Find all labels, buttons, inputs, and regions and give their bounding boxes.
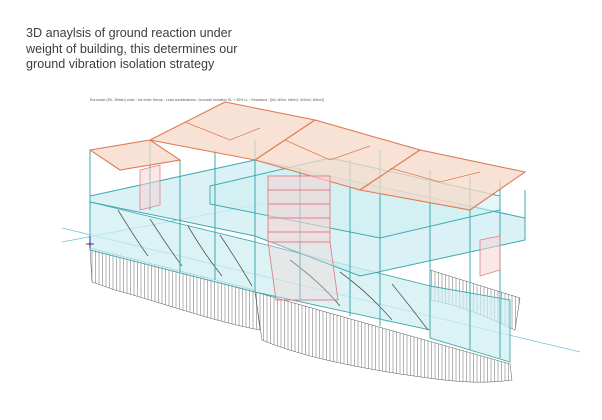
roof-east (358, 149, 527, 211)
global-axes-icon (86, 236, 94, 248)
roof-structure (88, 101, 527, 211)
reaction-band-south (254, 291, 513, 383)
model-header-text: Eurocode (DK, British) code : 1st order … (90, 98, 325, 102)
caption-line-1: 3D anaylsis of ground reaction under (26, 26, 232, 40)
caption-line-2: weight of building, this determines our (26, 41, 238, 56)
core-panels (139, 164, 501, 277)
diagram-caption: 3D anaylsis of ground reaction under wei… (26, 26, 356, 73)
roof-ridges (184, 121, 481, 183)
stair-core (267, 175, 339, 301)
reaction-band-west (89, 247, 261, 331)
roof-west-gable (88, 139, 182, 171)
caption-line-3: ground vibration isolation strategy (26, 57, 215, 72)
